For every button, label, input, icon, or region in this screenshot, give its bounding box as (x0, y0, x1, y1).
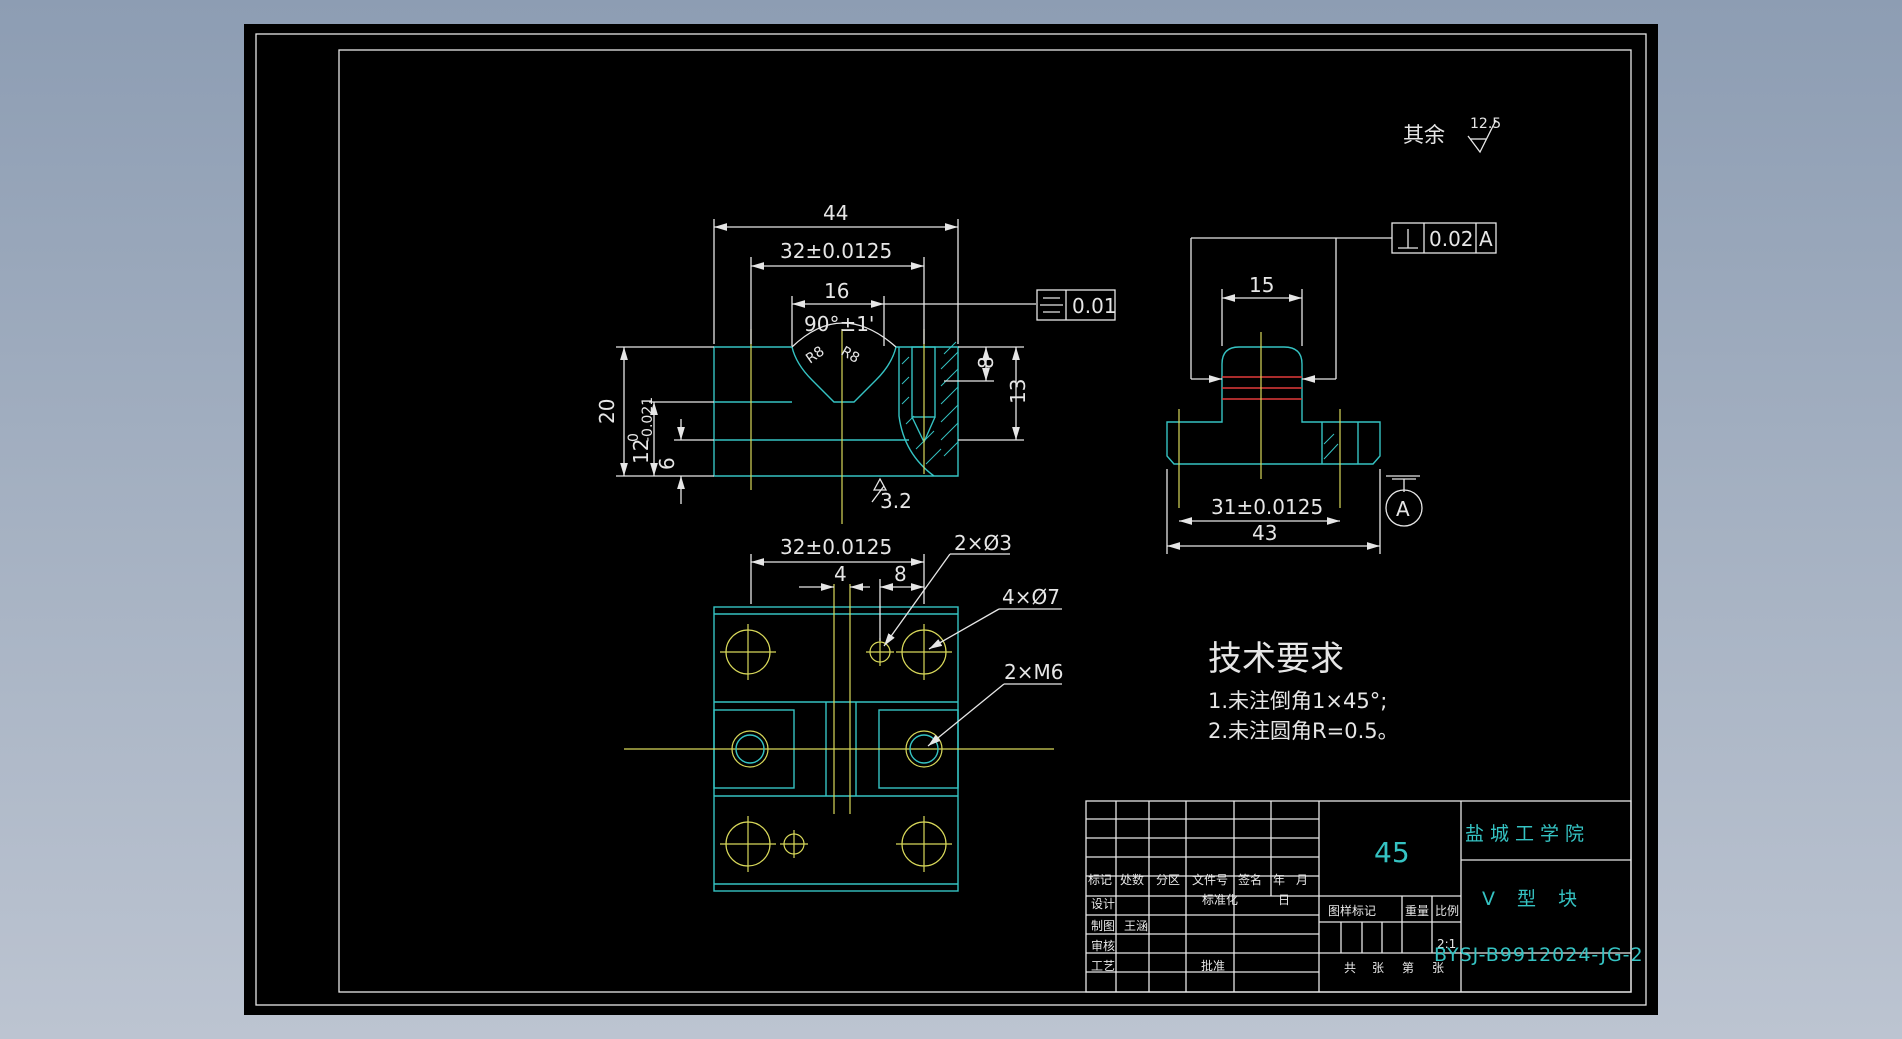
perp-tolerance-value: 0.02 (1429, 227, 1474, 251)
label-4x-d7: 4×Ø7 (1002, 585, 1060, 609)
tb-ri: 日 (1278, 893, 1290, 907)
symmetry-tolerance-frame: 0.01 (1036, 289, 1117, 321)
requirement-item-1: 1.未注倒角1×45°; (1208, 689, 1387, 713)
top-dim-32-tol: 32±0.0125 (780, 535, 892, 559)
perpendicularity-tolerance-frame: 0.02 A (1391, 222, 1497, 254)
tb-yue: 月 (1296, 873, 1308, 887)
tb-gongyi: 工艺 (1091, 959, 1115, 973)
tb-di: 第 (1402, 961, 1414, 975)
dim-15: 15 (1249, 273, 1274, 297)
datum-label: A (1396, 497, 1410, 521)
front-view: 44 32±0.0125 16 90°±1' R8 R8 0.01 8 (595, 201, 1117, 524)
tb-tuyang-biaoji: 图样标记 (1328, 903, 1376, 918)
roughness-symbol-icon (1467, 119, 1497, 154)
roughness-3-2: 3.2 (880, 489, 912, 513)
tb-bili: 比例 (1435, 904, 1459, 918)
dim-12: 12 (629, 439, 653, 464)
tb-qianming: 签名 (1238, 872, 1262, 887)
tb-nian: 年 (1273, 873, 1285, 887)
tb-zhang-1: 张 (1372, 961, 1384, 975)
tb-scale: 2:1 (1437, 937, 1456, 951)
dim-16: 16 (824, 279, 849, 303)
tb-biaozhunhua: 标准化 (1202, 893, 1238, 907)
tb-sheji: 设计 (1091, 897, 1115, 911)
tb-part-name: V 型 块 (1482, 888, 1585, 910)
tb-chushu: 处数 (1120, 872, 1144, 887)
side-view: 0.02 A 15 31±0.0125 43 A (1166, 222, 1497, 554)
symmetry-tolerance-value: 0.01 (1072, 294, 1117, 318)
tb-pizhun: 批准 (1201, 958, 1225, 973)
tol-12-upper: 0 (626, 433, 642, 442)
label-2x-d3: 2×Ø3 (954, 531, 1012, 555)
surface-finish-note: 其余 12.5 (1403, 116, 1501, 154)
requirements-title: 技术要求 (1208, 639, 1344, 679)
dim-44: 44 (823, 201, 848, 225)
tb-zhongliang: 重量 (1405, 904, 1429, 918)
top-dim-4: 4 (834, 562, 847, 586)
cad-drawing: 其余 12.5 (255, 33, 1647, 1006)
technical-requirements: 技术要求 1.未注倒角1×45°; 2.未注圆角R=0.5。 (1208, 639, 1399, 743)
tol-12-lower: -0.021 (640, 397, 656, 442)
dim-20: 20 (595, 399, 619, 424)
title-block: 标记 处数 分区 文件号 签名 年 月 日 设计 制图 王涵 审核 工艺 标准化… (1085, 800, 1644, 993)
dim-31-tol: 31±0.0125 (1211, 495, 1323, 519)
top-dim-8: 8 (894, 562, 907, 586)
tb-zhitu: 制图 (1091, 919, 1115, 933)
inner-border (338, 49, 1632, 993)
tb-gong: 共 (1344, 961, 1356, 975)
drawing-sheet: 其余 12.5 (244, 24, 1658, 1015)
tb-shenhe: 审核 (1091, 938, 1115, 953)
dim-13: 13 (1006, 379, 1030, 404)
tb-school: 盐城工学院 (1465, 823, 1590, 845)
dim-6: 6 (655, 457, 679, 470)
top-view: 32±0.0125 4 8 2×Ø3 4×Ø7 2×M6 (624, 531, 1063, 892)
tb-zhang-2: 张 (1432, 961, 1444, 975)
tb-material: 45 (1374, 836, 1410, 869)
tb-fenqu: 分区 (1156, 873, 1180, 887)
tb-zhitu-name: 王涵 (1124, 919, 1148, 933)
dim-8: 8 (974, 356, 998, 369)
radius-r8-left: R8 (803, 343, 827, 367)
requirement-item-2: 2.未注圆角R=0.5。 (1208, 719, 1399, 743)
dim-32-tol: 32±0.0125 (780, 239, 892, 263)
datum-a-symbol: A (1385, 478, 1423, 527)
dim-43: 43 (1252, 521, 1277, 545)
perp-datum-ref: A (1479, 227, 1493, 251)
outer-border (255, 33, 1647, 1006)
tb-biaoji: 标记 (1088, 873, 1112, 887)
tb-drawing-number: BYSJ-B9912024-JG-2 (1434, 944, 1644, 966)
tb-wenjianhao: 文件号 (1192, 872, 1228, 887)
surface-note-value: 12.5 (1470, 116, 1501, 132)
roughness-triangle-icon (872, 477, 888, 491)
angle-90: 90°±1' (804, 312, 874, 336)
surface-note-text: 其余 (1403, 123, 1445, 147)
label-2x-m6: 2×M6 (1004, 660, 1063, 684)
